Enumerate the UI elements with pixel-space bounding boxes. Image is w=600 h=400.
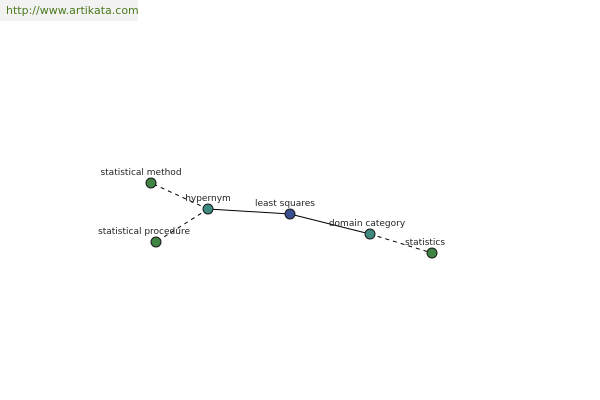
node-label-domain-category[interactable]: domain category xyxy=(329,219,406,229)
edges-layer xyxy=(150,182,433,254)
node-label-statistics[interactable]: statistics xyxy=(405,238,445,248)
node-least-squares[interactable] xyxy=(284,208,296,220)
node-hypernym[interactable] xyxy=(202,203,214,215)
node-statistical-method[interactable] xyxy=(145,177,157,189)
edge-hypernym-to-statistical-method xyxy=(150,182,209,210)
node-label-least-squares[interactable]: least squares xyxy=(255,199,315,209)
node-label-statistical-procedure[interactable]: statistical procedure xyxy=(98,227,190,237)
edge-least-squares-to-domain-category xyxy=(289,213,371,235)
edge-domain-category-to-statistics xyxy=(369,233,433,254)
edge-least-squares-to-hypernym xyxy=(207,208,291,215)
nodes-layer xyxy=(145,177,438,259)
labels-layer: least squares hypernym domain category stat… xyxy=(98,168,445,248)
node-statistics[interactable] xyxy=(426,247,438,259)
source-url-link[interactable]: http://www.artikata.com xyxy=(0,0,139,21)
node-label-statistical-method[interactable]: statistical method xyxy=(100,168,181,178)
node-label-hypernym[interactable]: hypernym xyxy=(185,194,231,204)
node-statistical-procedure[interactable] xyxy=(150,236,162,248)
node-domain-category[interactable] xyxy=(364,228,376,240)
edge-hypernym-to-statistical-procedure xyxy=(155,208,209,243)
